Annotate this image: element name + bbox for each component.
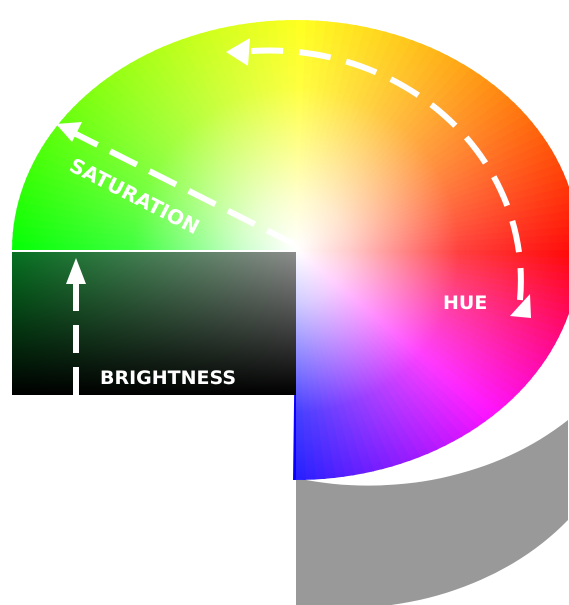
saturation-center-overlay bbox=[12, 20, 569, 480]
brightness-label: BRIGHTNESS bbox=[100, 367, 236, 389]
hue-label: HUE bbox=[443, 292, 487, 314]
